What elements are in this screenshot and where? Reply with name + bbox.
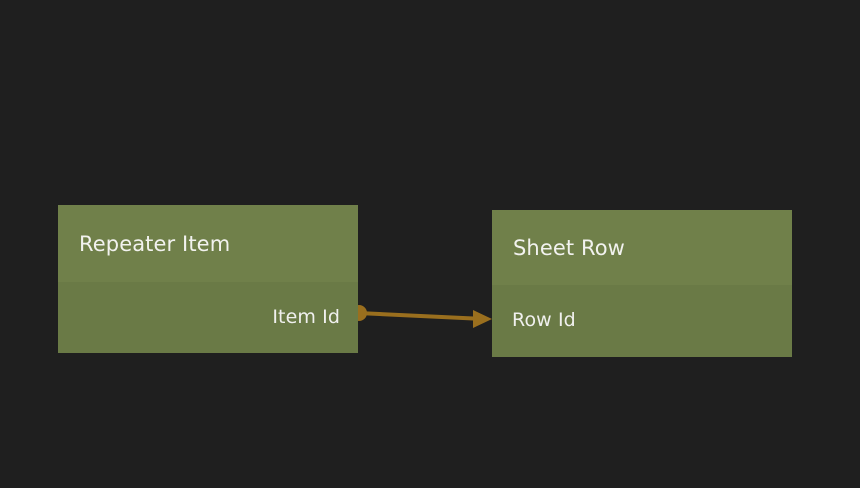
- node-sheet-row[interactable]: Sheet Row Row Id: [492, 210, 792, 357]
- node-body: Row Id: [492, 295, 792, 357]
- node-title: Sheet Row: [513, 235, 625, 260]
- node-body: Item Id: [58, 292, 358, 353]
- field-label: Row Id: [512, 309, 576, 331]
- field-row-row-id[interactable]: Row Id: [492, 295, 792, 345]
- node-header: Repeater Item: [58, 205, 358, 282]
- edge-target-arrow-icon: [473, 310, 492, 328]
- node-title: Repeater Item: [79, 231, 231, 256]
- field-row-item-id[interactable]: Item Id: [58, 292, 358, 341]
- node-repeater-item[interactable]: Repeater Item Item Id: [58, 205, 358, 353]
- node-header: Sheet Row: [492, 210, 792, 285]
- field-label: Item Id: [272, 305, 340, 328]
- edge-item-id-to-row-id[interactable]: [351, 305, 492, 328]
- edge-line: [357, 311, 485, 321]
